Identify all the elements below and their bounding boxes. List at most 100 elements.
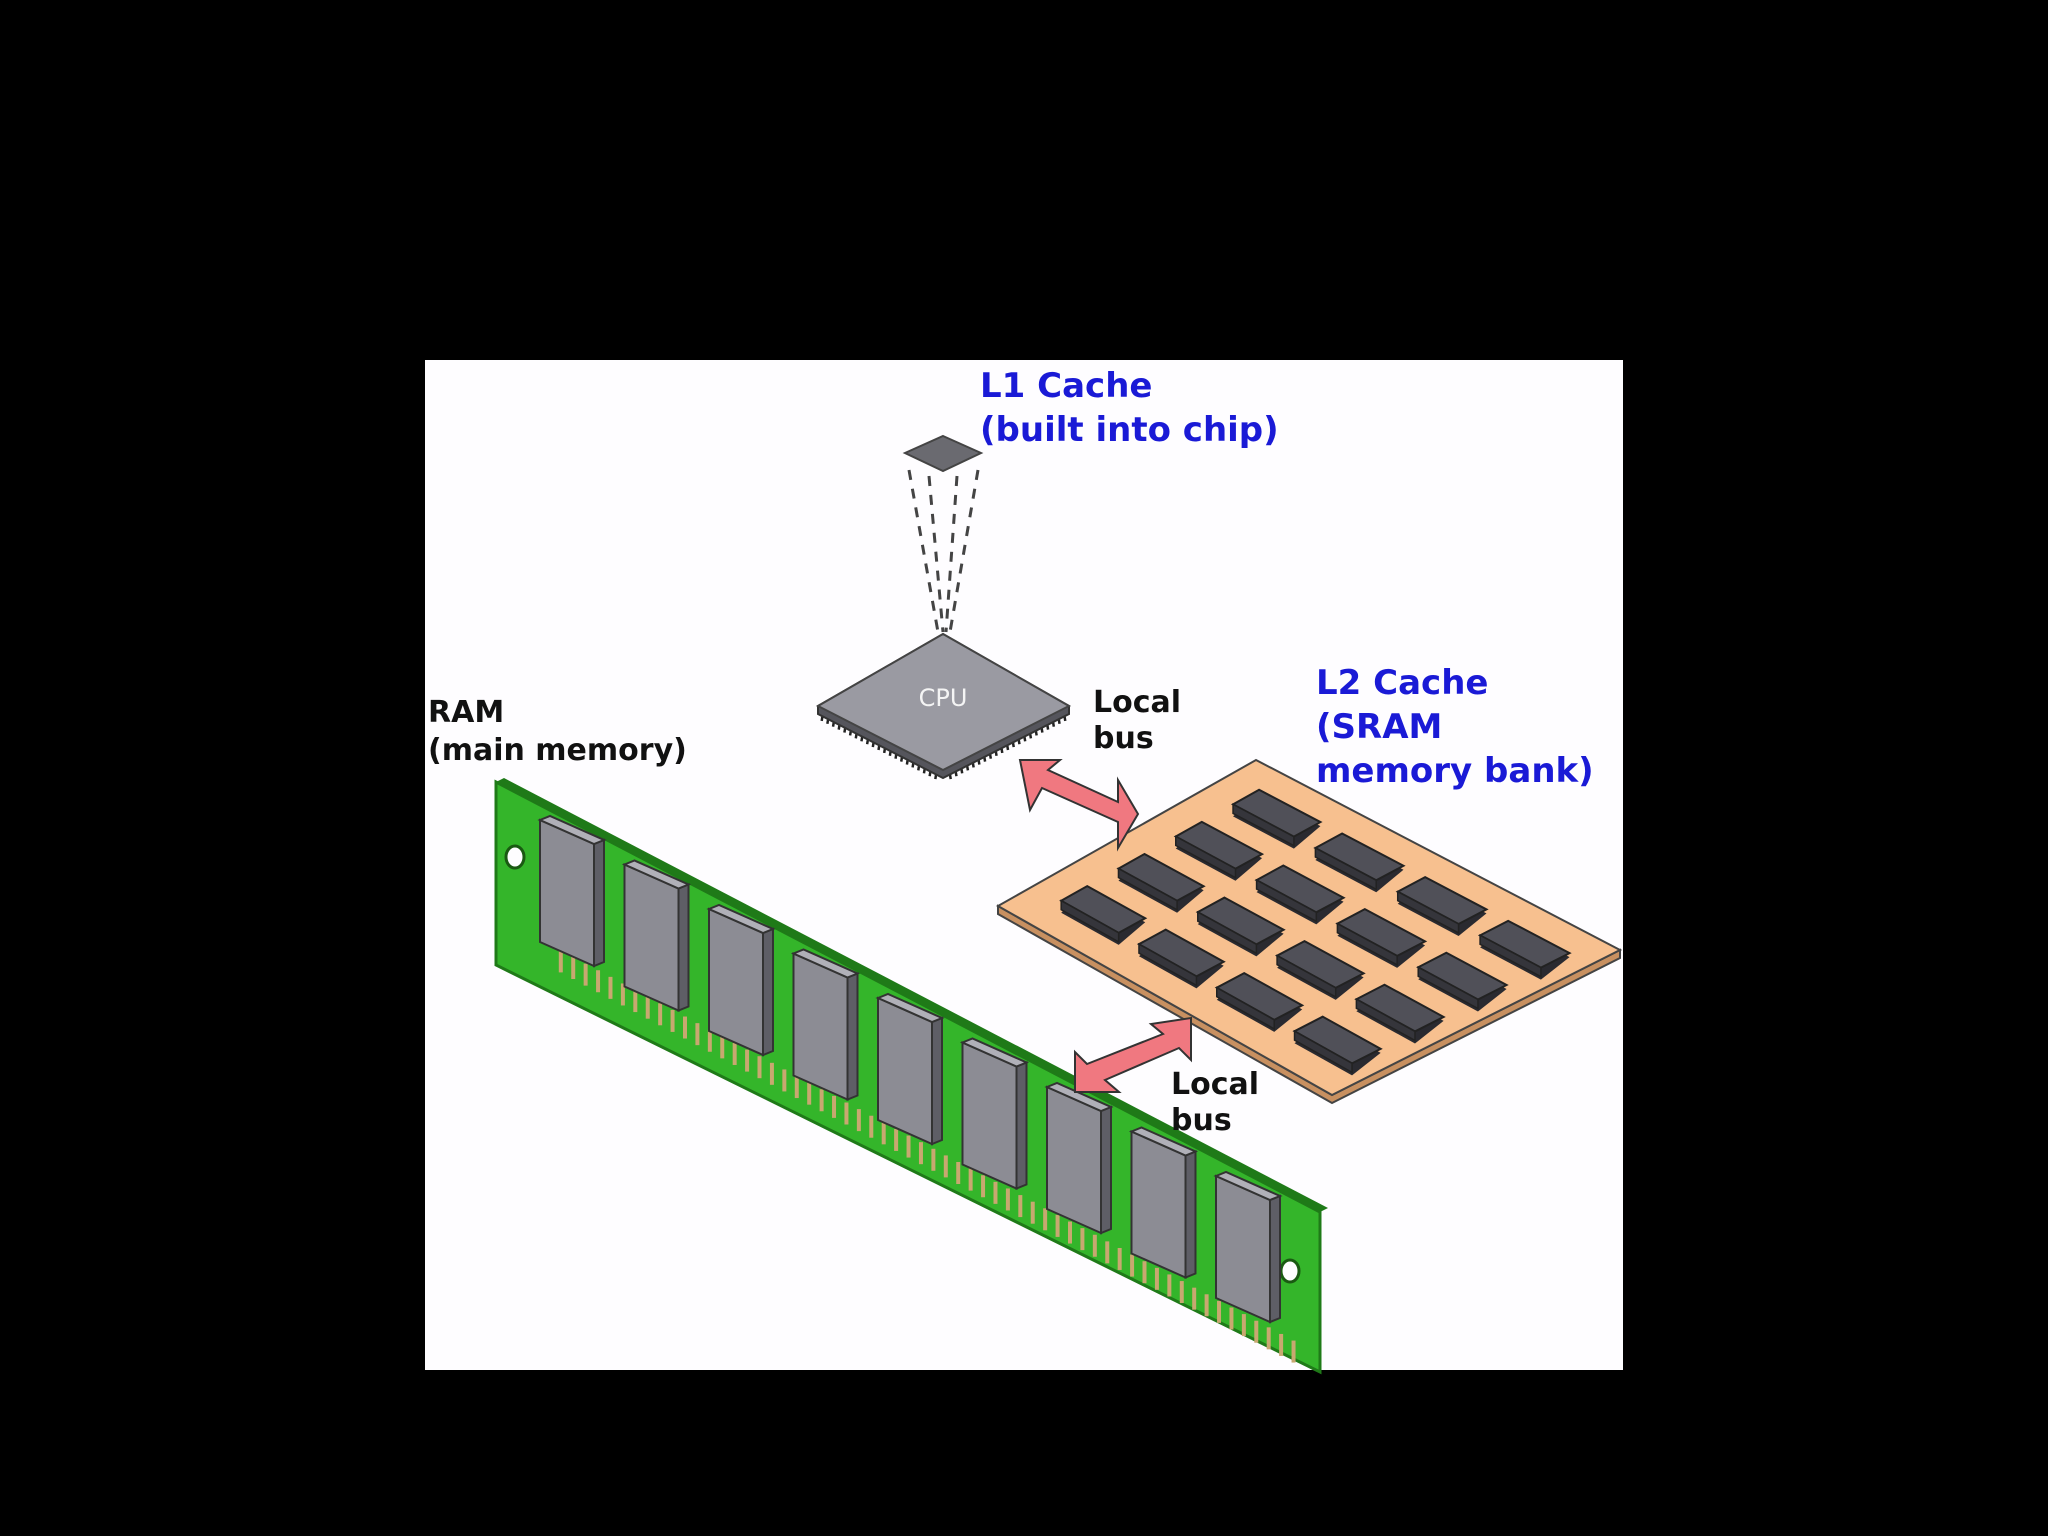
sram-chip-side bbox=[1293, 1029, 1353, 1074]
ram-chip-face bbox=[623, 862, 680, 1013]
ram-chip-face bbox=[539, 818, 595, 968]
ram-chip-face bbox=[1046, 1085, 1102, 1235]
ram-chip-face bbox=[708, 907, 764, 1057]
ram-chip-face bbox=[961, 1040, 1018, 1191]
local-bus-arrow-cpu-sram bbox=[1018, 759, 1140, 852]
l2-label-line2: (SRAM bbox=[1316, 707, 1442, 747]
ram-chip bbox=[621, 859, 692, 1013]
ram-chip-side bbox=[931, 1016, 943, 1146]
l2-cache-label: L2 Cache (SRAM memory bank) bbox=[1316, 663, 1594, 791]
bus-bottom-line2: bus bbox=[1171, 1103, 1232, 1138]
ram-chip bbox=[1128, 1126, 1199, 1280]
l1-die bbox=[902, 434, 984, 473]
ram-chip-face bbox=[1215, 1174, 1271, 1324]
ram-chip-top bbox=[1044, 1081, 1114, 1113]
sram-board-icon bbox=[995, 758, 1623, 1105]
double-arrow-icon bbox=[1074, 1016, 1192, 1093]
bus-top-line2: bus bbox=[1093, 721, 1154, 756]
sram-chip bbox=[1116, 852, 1206, 913]
ram-chip-top bbox=[706, 903, 776, 935]
sram-chip bbox=[1335, 908, 1428, 968]
sram-chip-side bbox=[1255, 878, 1318, 923]
ram-chip bbox=[537, 814, 607, 968]
sram-chip bbox=[1313, 832, 1406, 893]
double-arrow-icon bbox=[1018, 759, 1140, 852]
ram-chip-top bbox=[875, 992, 945, 1024]
ram-chip-top bbox=[1213, 1170, 1283, 1202]
ram-chip-top bbox=[790, 948, 861, 979]
sram-chip-side bbox=[1479, 934, 1542, 978]
sram-chip bbox=[1254, 864, 1346, 925]
sram-chip bbox=[1292, 1015, 1383, 1076]
ram-chip-top bbox=[537, 814, 607, 846]
l1-cache-label: L1 Cache (built into chip) bbox=[980, 366, 1279, 450]
ram-chip-side bbox=[1015, 1061, 1028, 1190]
sram-chip-side bbox=[1232, 803, 1295, 847]
sram-chip bbox=[1059, 884, 1148, 945]
ram-chip bbox=[1213, 1170, 1283, 1324]
sram-chip bbox=[1230, 788, 1323, 849]
sram-chip-side bbox=[1336, 922, 1398, 967]
ram-chip-face bbox=[1130, 1129, 1187, 1280]
sram-chip-side bbox=[1175, 835, 1237, 879]
sram-chip bbox=[1195, 896, 1286, 957]
sram-chip-side bbox=[1060, 899, 1120, 944]
cpu-top bbox=[815, 632, 1072, 772]
sram-chip bbox=[1477, 919, 1572, 980]
sram-chip bbox=[1416, 951, 1509, 1012]
sram-chip-side bbox=[1138, 942, 1198, 987]
local-bus-label-bottom: Local bus bbox=[1171, 1067, 1259, 1138]
ram-chip bbox=[706, 903, 776, 1057]
ram-contacts bbox=[558, 950, 1296, 1363]
sram-chip bbox=[1274, 940, 1366, 1000]
ram-chip-face bbox=[792, 951, 849, 1102]
cpu-label: CPU bbox=[919, 684, 968, 712]
ram-label-line1: RAM bbox=[428, 695, 504, 730]
sram-chip bbox=[1354, 983, 1446, 1044]
ram-chip-side bbox=[1269, 1194, 1281, 1324]
ram-hole bbox=[504, 844, 526, 870]
sram-chip-side bbox=[1215, 986, 1275, 1031]
l1-cache-chip-icon bbox=[902, 434, 984, 633]
sram-chip bbox=[1395, 876, 1489, 936]
local-bus-arrow-sram-ram bbox=[1074, 1016, 1192, 1093]
ram-chip bbox=[790, 948, 861, 1102]
l2-label-line3: memory bank) bbox=[1316, 751, 1594, 791]
l2-label-line1: L2 Cache bbox=[1316, 663, 1488, 703]
ram-chip-face bbox=[877, 996, 933, 1146]
sram-chip-side bbox=[1396, 890, 1460, 935]
ram-chip bbox=[1044, 1081, 1114, 1235]
l1-projection-lines bbox=[907, 469, 980, 633]
sram-chip bbox=[1173, 820, 1265, 881]
sram-chip-side bbox=[1314, 846, 1377, 891]
ram-chip-top bbox=[1128, 1126, 1199, 1157]
sram-chip-side bbox=[1117, 867, 1178, 912]
bus-top-line1: Local bbox=[1093, 685, 1181, 720]
ram-chip-side bbox=[677, 883, 690, 1012]
sram-board bbox=[995, 758, 1623, 1097]
ram-chip bbox=[875, 992, 945, 1146]
ram-chip bbox=[959, 1037, 1030, 1191]
ram-hole bbox=[1279, 1258, 1301, 1284]
ram-chip-side bbox=[762, 927, 774, 1057]
local-bus-label-top: Local bus bbox=[1093, 685, 1181, 756]
sram-chip-side bbox=[1276, 954, 1337, 999]
sram-chip-side bbox=[1355, 997, 1416, 1042]
sram-chip-side bbox=[1417, 966, 1479, 1010]
ram-chip-side bbox=[593, 838, 605, 968]
ram-chip-side bbox=[846, 972, 859, 1101]
ram-chip-top bbox=[621, 859, 692, 890]
ram-pcb-edge bbox=[496, 778, 1328, 1212]
sram-chip bbox=[1136, 928, 1226, 989]
cpu-chip-icon: CPU bbox=[815, 632, 1072, 780]
l1-label-line1: L1 Cache bbox=[980, 366, 1152, 406]
ram-chip-top bbox=[959, 1037, 1030, 1068]
ram-label-line2: (main memory) bbox=[428, 733, 687, 768]
ram-chip-side bbox=[1100, 1105, 1112, 1235]
sram-chip-side bbox=[1197, 910, 1258, 955]
bus-bottom-line1: Local bbox=[1171, 1067, 1259, 1102]
sram-chip bbox=[1214, 972, 1305, 1032]
ram-chip-side bbox=[1184, 1150, 1197, 1279]
ram-module-icon bbox=[494, 778, 1328, 1375]
